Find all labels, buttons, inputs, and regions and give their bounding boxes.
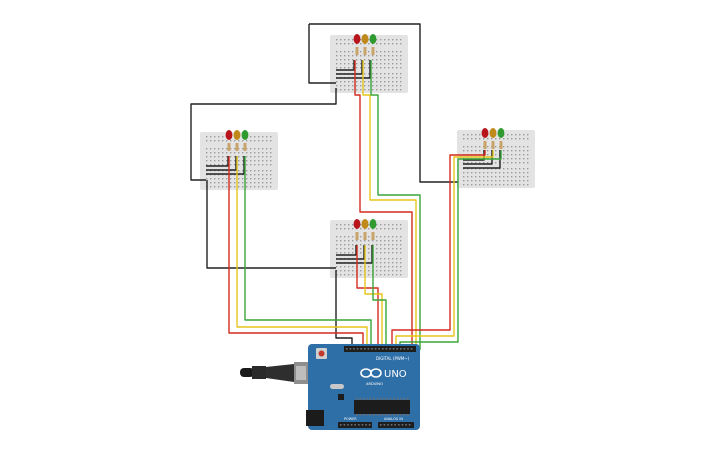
resistors <box>483 141 503 149</box>
power-jack <box>306 410 324 426</box>
wire-black[interactable] <box>309 23 458 183</box>
wire-green[interactable] <box>372 245 387 350</box>
breadboard-top[interactable] <box>330 35 408 93</box>
power-label: POWER <box>344 417 357 421</box>
wire-yellow[interactable] <box>395 150 494 350</box>
led-green[interactable] <box>241 130 249 140</box>
breadboard-holes <box>336 39 402 91</box>
wire-red[interactable] <box>354 60 413 350</box>
led-red[interactable] <box>353 219 361 229</box>
led-red[interactable] <box>225 130 233 140</box>
led-red[interactable] <box>353 34 361 44</box>
usb-cable <box>240 362 308 384</box>
breadboard-holes <box>336 224 402 276</box>
led-group-top <box>353 34 377 55</box>
atmega-chip <box>354 400 410 414</box>
wire-black[interactable] <box>308 24 336 84</box>
breadboard-holes <box>463 134 529 186</box>
led-group-left <box>225 130 249 151</box>
breadboard-middle[interactable] <box>330 220 408 278</box>
wire-black[interactable] <box>336 245 373 264</box>
digital-label: DIGITAL (PWM~) <box>376 356 410 361</box>
wire-black[interactable] <box>463 150 493 165</box>
wire-black[interactable] <box>206 156 237 171</box>
wire-red[interactable] <box>356 245 379 350</box>
wire-black[interactable] <box>336 60 371 79</box>
wire-black[interactable] <box>463 150 485 161</box>
digital-pins <box>346 348 413 350</box>
wire-yellow[interactable] <box>236 156 368 350</box>
led-yellow[interactable] <box>361 34 369 44</box>
breadboard-left[interactable] <box>200 132 278 190</box>
wire-black[interactable] <box>206 180 336 269</box>
brand-label: ARDUINO <box>366 382 383 386</box>
led-yellow[interactable] <box>489 128 497 138</box>
wire-black[interactable] <box>336 60 355 71</box>
wire-yellow[interactable] <box>362 60 417 350</box>
wire-black[interactable] <box>336 245 365 260</box>
wire-black[interactable] <box>206 156 245 175</box>
bottom-pins <box>340 424 411 426</box>
resistors <box>355 47 375 55</box>
chip-pins <box>356 398 409 416</box>
arduino-infinity-icon <box>360 368 382 378</box>
wire-black[interactable] <box>336 245 357 256</box>
wire-black[interactable] <box>206 156 229 167</box>
crystal <box>330 384 344 389</box>
wire-red[interactable] <box>228 156 364 350</box>
wire-black[interactable] <box>190 88 337 181</box>
resistors <box>227 143 247 151</box>
wire-green[interactable] <box>399 150 502 350</box>
led-green[interactable] <box>369 34 377 44</box>
resistors <box>355 232 375 240</box>
led-red[interactable] <box>481 128 489 138</box>
arduino-uno-board[interactable]: DIGITAL (PWM~) UNO ARDUINO POWER ANALOG … <box>240 344 420 430</box>
led-group-middle <box>353 219 377 240</box>
analog-label: ANALOG IN <box>384 417 403 421</box>
led-group-right <box>481 128 505 149</box>
wire-green[interactable] <box>244 156 372 350</box>
wire-black[interactable] <box>336 60 363 75</box>
led-green[interactable] <box>497 128 505 138</box>
model-label: UNO <box>384 369 407 380</box>
breadboard-holes <box>206 136 272 188</box>
led-yellow[interactable] <box>361 219 369 229</box>
wire-black[interactable] <box>463 150 501 169</box>
led-green[interactable] <box>369 219 377 229</box>
wire-red[interactable] <box>391 150 486 350</box>
wire-green[interactable] <box>370 60 421 350</box>
led-yellow[interactable] <box>233 130 241 140</box>
